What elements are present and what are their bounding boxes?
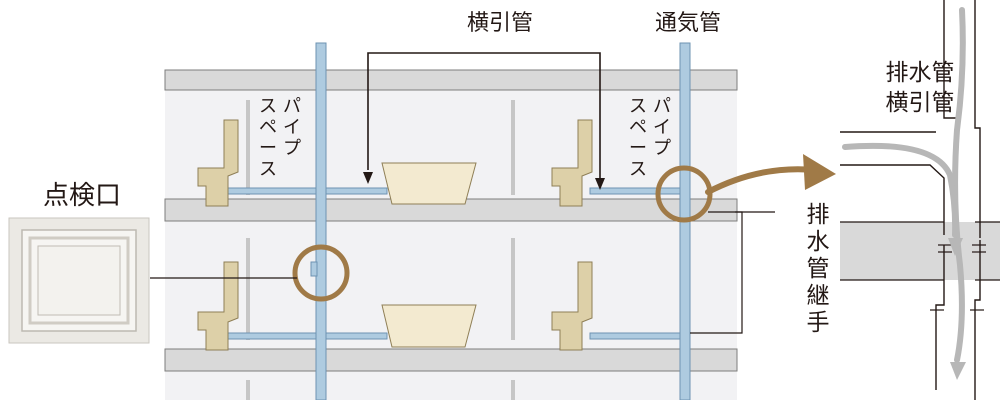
building-interior — [165, 88, 737, 400]
pipe-space-left-char: ー — [259, 138, 277, 159]
left-vertical-pipe — [315, 42, 327, 400]
lower-floor-slab — [164, 348, 738, 372]
branch-pipe-lower-left — [224, 332, 318, 340]
drain-joint-char: 水 — [807, 229, 830, 255]
zoom-arrow-head — [803, 154, 836, 190]
pipe-space-right-char: ス — [629, 159, 647, 180]
vent-pipe-label: 通気管 — [655, 11, 721, 36]
drain-horizontal-label-line1: 排水管 — [886, 60, 955, 86]
horizontal-pipe-label: 横引管 — [467, 11, 533, 36]
inspection-port-label: 点検口 — [43, 181, 121, 211]
pipe-space-left-char: イ — [283, 117, 301, 138]
pipe-space-left-char: プ — [283, 138, 301, 159]
partition-lines — [246, 100, 515, 400]
pipe-space-left-char: ス — [259, 96, 277, 117]
pipe-space-right-char: プ — [653, 138, 671, 159]
toilet-upper-left — [197, 119, 239, 207]
drain-joint-char: 排 — [807, 202, 830, 228]
drain-joint-char: 手 — [807, 310, 830, 336]
pipe-space-left-char: パ — [283, 96, 301, 117]
branch-pipe-lower-middle — [324, 332, 388, 340]
zoom-slab — [840, 222, 1000, 280]
drain-joint-char: 管 — [807, 256, 830, 282]
basin-lower — [381, 304, 477, 348]
pipe-space-right-char: ー — [629, 138, 647, 159]
toilet-lower-left — [197, 261, 239, 351]
horizontal-pipe-leader — [367, 52, 601, 182]
floor-slabs — [164, 69, 738, 372]
leader-arrowhead-right — [595, 178, 605, 190]
zoom-detail — [840, 0, 1000, 400]
toilet-upper-right — [551, 119, 593, 207]
drain-horizontal-label-line2: 横引管 — [886, 90, 955, 116]
zoom-arrow — [705, 166, 818, 195]
leader-arrowhead-left — [363, 172, 373, 184]
pipe-space-right-char: ペ — [629, 117, 647, 138]
branch-pipe-upper-right — [589, 187, 681, 195]
pipe-space-left-char: ペ — [259, 117, 277, 138]
pipe-space-right-char: ス — [629, 96, 647, 117]
toilet-lower-right — [551, 261, 593, 351]
drain-joint-leader — [690, 211, 775, 334]
highlight-ring-inspection — [292, 244, 350, 302]
branch-pipe-upper-middle — [324, 187, 388, 195]
pipe-space-right-char: イ — [653, 117, 671, 138]
inspection-port-panel — [8, 217, 150, 344]
pipe-space-right-char: パ — [653, 96, 671, 117]
roof-slab — [164, 69, 738, 91]
joint-bulge — [310, 261, 318, 277]
drain-joint-char: 継 — [807, 283, 830, 309]
branch-pipe-upper-left — [224, 187, 318, 195]
pipe-space-left-char: ス — [259, 159, 277, 180]
branch-pipe-lower-right — [589, 332, 681, 340]
basin-upper — [381, 162, 477, 205]
